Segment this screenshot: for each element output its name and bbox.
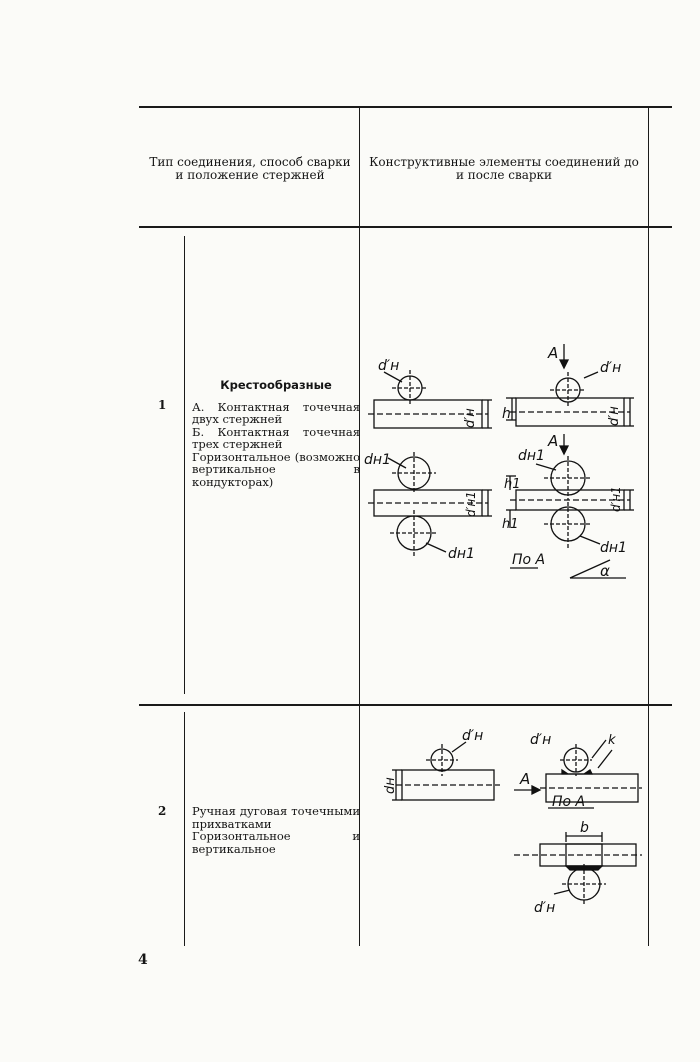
label-dn1-6: dн1: [600, 540, 627, 556]
label-dn1-3: dн1: [448, 546, 475, 562]
label-k: k: [608, 733, 616, 748]
row-description-1: Крестообразные А. Контактная точечная дв…: [192, 379, 360, 488]
label-dn-2: d′н: [607, 406, 622, 426]
label-dn-1: d′н: [463, 408, 478, 428]
label-h1-top: h1: [504, 477, 521, 492]
row-number-1: 1: [158, 398, 167, 412]
header-elements-column: Конструктивные элементы соединений до и …: [369, 155, 639, 182]
drawing-cross-joint-after: A d′н h d′н A dн1 h1 h1 d′н1 dн1 По А α: [502, 344, 634, 580]
label-dn-prime-1: d′н: [378, 358, 399, 374]
label-dn-prime-3: d′н: [462, 728, 483, 744]
header-type-column: Тип соединения, способ сварки и положени…: [149, 155, 351, 182]
label-dn1-2: d′н1: [464, 491, 478, 517]
row-description-2: Ручная дуговая точечными прихватками Гор…: [192, 805, 360, 855]
label-section-a-2: По А: [552, 794, 585, 810]
row-divider: [139, 704, 672, 706]
drawing-tack-weld-before: d′н dн: [383, 728, 500, 801]
label-section-a: По А: [512, 552, 545, 568]
row-number-2: 2: [158, 804, 167, 818]
label-dn-3: dн: [383, 777, 398, 794]
label-alpha: α: [600, 562, 610, 580]
label-dn1-1: dн1: [364, 452, 391, 468]
column-divider-right: [648, 106, 649, 946]
row1-line-position: Горизонтальное (возможно вертикальное в …: [192, 449, 360, 489]
row1-line-b: Б. Контактная точечная трех стержней: [192, 424, 360, 451]
label-dn-prime-2: d′н: [600, 360, 621, 376]
drawing-cross-joint-before: d′н d′н dн1 d′н1 dн1: [364, 358, 492, 562]
label-h1-bottom: h1: [502, 517, 519, 532]
label-dn1-5: d′н1: [609, 486, 623, 512]
table-top-border: [139, 106, 672, 108]
label-b: b: [580, 820, 589, 836]
label-a-3: A: [519, 770, 530, 788]
header-bottom-border: [139, 226, 672, 228]
row2-line-position: Горизонтальное и вертикальное: [192, 829, 360, 856]
column-divider-number-row2: [184, 712, 185, 946]
column-divider-number: [184, 236, 185, 694]
label-dn-prime-5: d′н: [534, 900, 555, 916]
row1-line-a: А. Контактная точечная двух стержней: [192, 399, 360, 426]
row-title-1: Крестообразные: [220, 378, 332, 392]
drawing-tack-weld-after: d′н k A По А b d′н: [514, 732, 642, 916]
label-dn-prime-4: d′н: [530, 732, 551, 748]
label-dn1-4: dн1: [518, 448, 545, 464]
page-number: 4: [138, 952, 148, 968]
label-h: h: [502, 406, 511, 422]
label-a-1: A: [547, 344, 558, 362]
row2-line-method: Ручная дуговая точечными прихватками: [192, 804, 360, 831]
column-divider-main: [359, 106, 360, 946]
label-a-2: A: [547, 432, 558, 450]
